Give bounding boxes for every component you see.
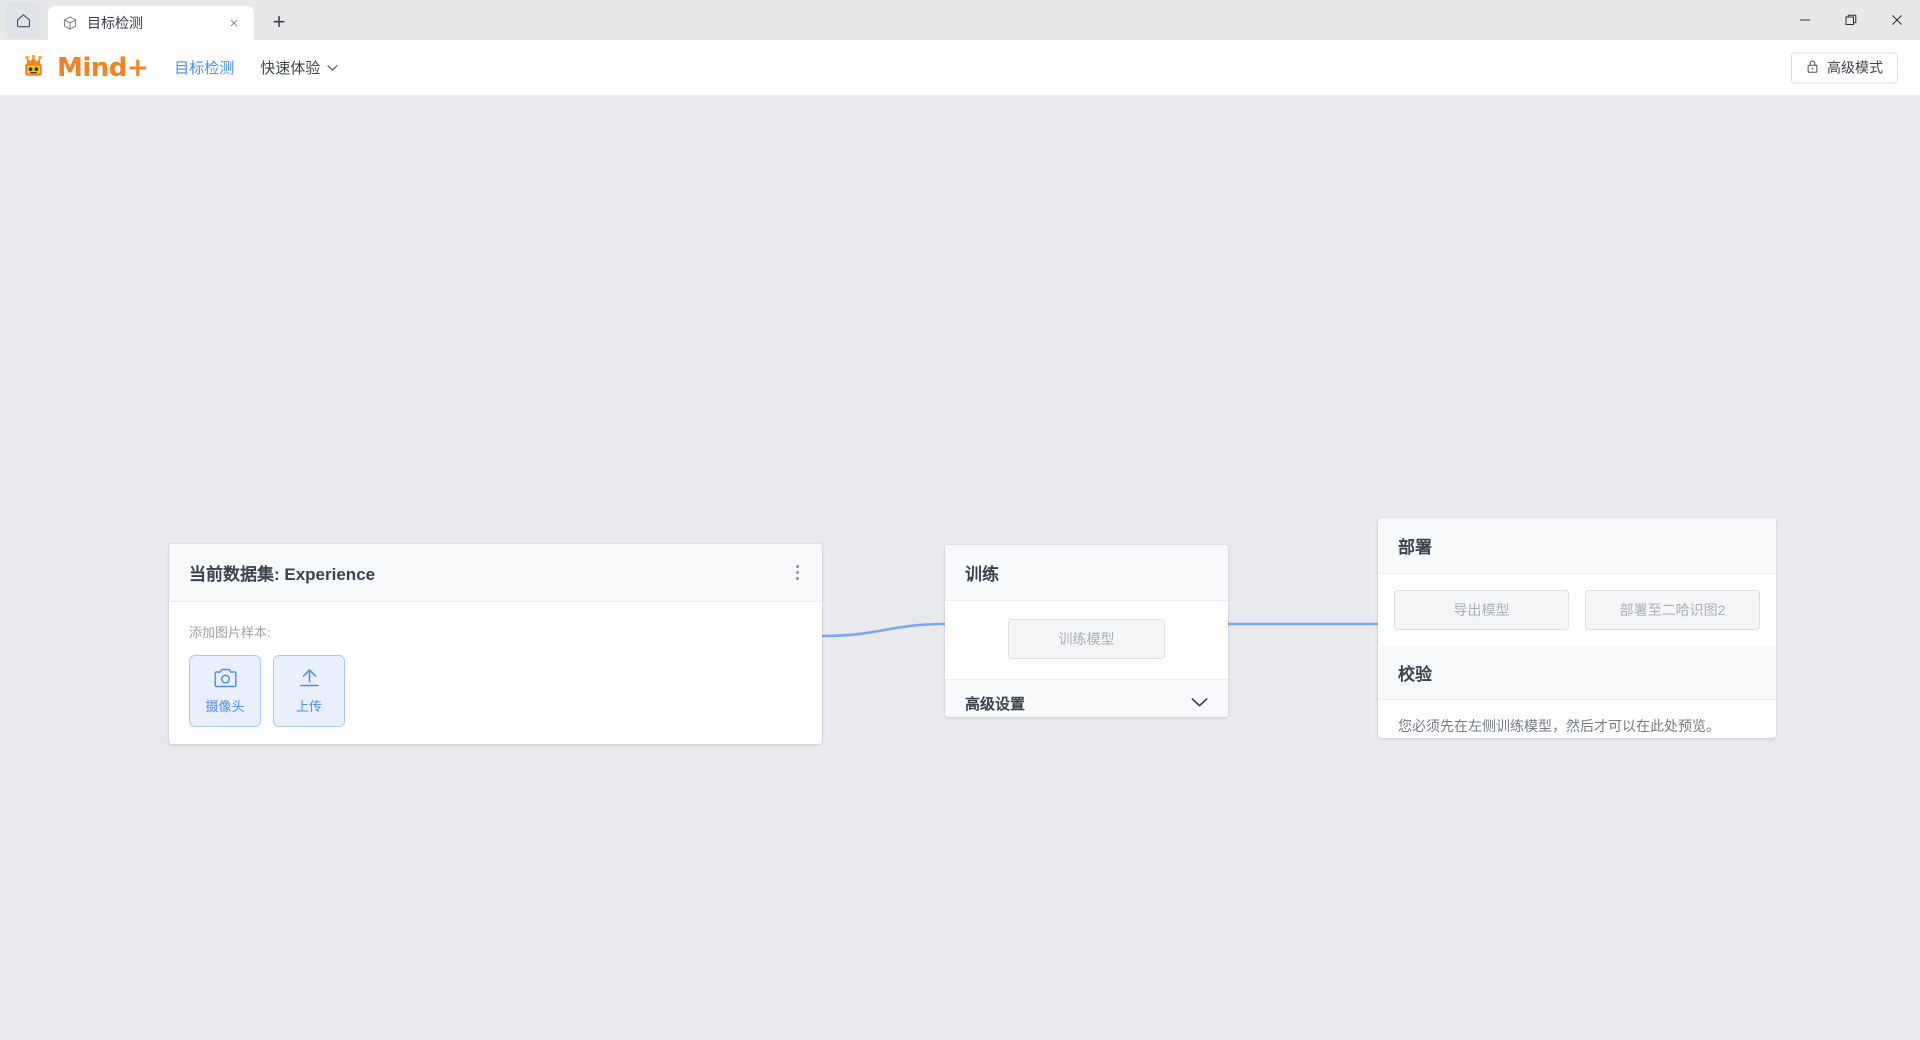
train-card: 训练 训练模型 高级设置 — [945, 545, 1228, 717]
minimize-icon — [1800, 19, 1810, 21]
deploy-to-huskylens-button[interactable]: 部署至二哈识图2 — [1585, 590, 1760, 630]
maximize-icon — [1845, 14, 1857, 25]
deploy-card-body: 导出模型 部署至二哈识图2 — [1378, 574, 1776, 646]
deploy-card: 部署 导出模型 部署至二哈识图2 校验 您必须先在左侧训练模型，然后才可以在此处… — [1378, 518, 1776, 738]
close-button[interactable] — [1874, 0, 1920, 40]
kebab-menu-icon[interactable] — [786, 560, 808, 586]
nav-item-quick-experience[interactable]: 快速体验 — [260, 57, 338, 78]
cube-icon — [62, 15, 78, 31]
advanced-mode-label: 高级模式 — [1827, 59, 1883, 76]
connector-dataset-to-train — [821, 622, 946, 638]
tab-title: 目标检测 — [87, 15, 143, 31]
camera-icon — [214, 668, 237, 691]
train-model-button[interactable]: 训练模型 — [1008, 619, 1165, 659]
camera-button-label: 摄像头 — [205, 698, 245, 714]
dataset-card-body: 添加图片样本: 摄像头 — [169, 602, 822, 744]
sample-buttons-group: 摄像头 上传 — [189, 655, 802, 727]
upload-button-label: 上传 — [295, 698, 322, 714]
new-tab-button[interactable]: + — [272, 9, 286, 34]
lock-icon — [1806, 59, 1819, 76]
minimize-button[interactable] — [1782, 0, 1828, 40]
deploy-title: 部署 — [1398, 538, 1432, 557]
kebab-dot — [795, 571, 799, 574]
kebab-dot — [795, 577, 799, 580]
mindplus-logo[interactable]: Mind+ — [22, 52, 149, 83]
window-controls — [1782, 0, 1920, 40]
dataset-card-header: 当前数据集: Experience — [169, 544, 822, 602]
nav-item-label: 目标检测 — [174, 60, 235, 77]
close-icon — [1892, 15, 1902, 25]
workflow-canvas[interactable]: 当前数据集: Experience 添加图片样本: 摄像头 — [0, 96, 1920, 1040]
chevron-down-icon — [1191, 695, 1208, 713]
dataset-title: 当前数据集: Experience — [189, 565, 376, 584]
robot-logo-icon — [22, 54, 52, 81]
nav-item-object-detection[interactable]: 目标检测 — [174, 57, 234, 78]
verify-status-text: 您必须先在左侧训练模型，然后才可以在此处预览。 — [1398, 718, 1720, 734]
maximize-button[interactable] — [1828, 0, 1874, 40]
advanced-settings-label: 高级设置 — [965, 696, 1026, 713]
dataset-card: 当前数据集: Experience 添加图片样本: 摄像头 — [169, 544, 822, 744]
nav-item-label: 快速体验 — [260, 60, 321, 77]
logo-text: Mind+ — [57, 52, 149, 83]
export-model-button[interactable]: 导出模型 — [1394, 590, 1569, 630]
verify-card-body: 您必须先在左侧训练模型，然后才可以在此处预览。 — [1378, 700, 1776, 738]
verify-title: 校验 — [1398, 665, 1432, 684]
tab-close-icon[interactable]: × — [229, 14, 239, 32]
train-card-header: 训练 — [945, 545, 1228, 601]
upload-button[interactable]: 上传 — [273, 655, 345, 727]
chevron-down-icon — [327, 64, 338, 72]
camera-button[interactable]: 摄像头 — [189, 655, 261, 727]
upload-icon — [298, 668, 321, 691]
advanced-settings-row[interactable]: 高级设置 — [945, 679, 1228, 717]
browser-tab[interactable]: 目标检测 × — [48, 6, 254, 40]
title-bar: 目标检测 × + — [0, 0, 1920, 40]
home-button[interactable] — [6, 3, 40, 37]
advanced-mode-button[interactable]: 高级模式 — [1791, 52, 1898, 83]
train-title: 训练 — [965, 565, 999, 584]
add-samples-label: 添加图片样本: — [189, 625, 271, 640]
verify-card-header: 校验 — [1378, 646, 1776, 700]
app-navbar: Mind+ 目标检测 快速体验 高级模式 — [0, 40, 1920, 96]
kebab-dot — [795, 565, 799, 568]
home-icon — [16, 13, 30, 27]
train-card-body: 训练模型 — [945, 601, 1228, 679]
deploy-card-header: 部署 — [1378, 518, 1776, 574]
